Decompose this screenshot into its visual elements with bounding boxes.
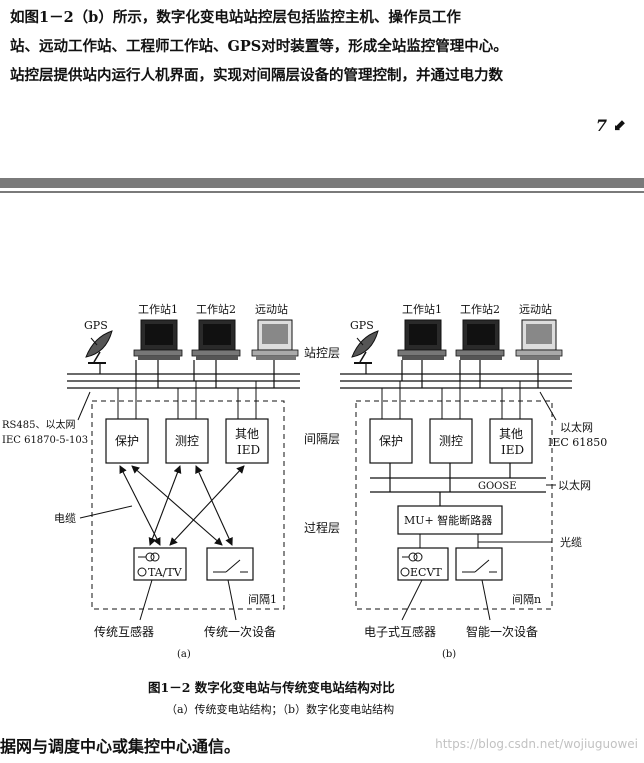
workstation-2-label-b: 工作站2 (460, 302, 500, 316)
paragraph-line-2: 站、远动工作站、工程师工作站、GPS对时装置等，形成全站监控管理中心。 (10, 38, 508, 55)
measure-label-b: 测控 (439, 434, 463, 448)
page-number-text: 7 (595, 116, 608, 135)
workstation-1-icon-a (133, 319, 183, 360)
gps-label-b: GPS (350, 319, 374, 332)
ied-bus-links-b (381, 381, 521, 419)
ecvt-box-b (397, 547, 449, 581)
panel-b: GPS 工作站1 工作站2 远动站 (340, 302, 607, 660)
workstation-1-label-b: 工作站1 (402, 302, 442, 316)
paragraph-line-1: 如图1－2（b）所示，数字化变电站站控层包括监控主机、操作员工作 (10, 9, 461, 26)
ct-box-a (133, 547, 187, 581)
mu-breaker-label-b: MU+ 智能断路器 (404, 513, 492, 527)
bay-label-b: 间隔n (512, 593, 541, 606)
protection-label-b: 保护 (379, 434, 403, 448)
bus-note-b-line1: 以太网 (560, 421, 593, 434)
ct-label-a: TA/TV (148, 566, 183, 579)
figure-subcaption: （a）传统变电站结构；（b）数字化变电站结构 (166, 702, 394, 716)
workstation-1-icon-b (397, 319, 447, 360)
panel-b-label: (b) (442, 649, 456, 660)
protection-label-a: 保护 (115, 434, 139, 448)
mu-breaker-box-b (397, 505, 503, 535)
ied-bus-links-a (117, 381, 257, 419)
other-ied-box-a (225, 418, 269, 464)
panel-a: GPS 工作站1 工作站2 远动站 (2, 302, 300, 660)
station-bus-a (67, 360, 300, 389)
bus-note-b-line2: IEC 61850 (548, 436, 607, 449)
other-ied-label-a-1: 其他 (235, 427, 259, 441)
page-corner-mark: ⬋ (612, 116, 626, 135)
station-bus-b (340, 360, 572, 389)
figure-caption: 图1－2 数字化变电站与传统变电站结构对比 (148, 680, 395, 695)
bus-note-leader-a (77, 391, 91, 421)
remote-station-label-b: 远动站 (519, 302, 552, 316)
workstation-2-icon-a (191, 319, 241, 360)
panel-a-label: (a) (177, 649, 191, 660)
protection-box-a (105, 418, 149, 464)
protection-box-b (369, 418, 413, 464)
cable-label-a: 电缆 (54, 512, 76, 525)
cable-leader-a (79, 505, 133, 519)
goose-bus-b (370, 463, 546, 506)
layer-bay-label: 间隔层 (304, 432, 340, 446)
paragraph-line-3: 站控层提供站内运行人机界面，实现对间隔层设备的管理控制，并通过电力数 (10, 67, 503, 84)
bus-note-a-line1: RS485、以太网 (2, 418, 75, 431)
traditional-ct-label: 传统互感器 (94, 624, 154, 639)
page-separator-band (0, 178, 644, 188)
smart-primary-box-b (455, 547, 503, 581)
cable-links-a (119, 465, 245, 546)
other-ied-box-b (489, 418, 533, 464)
remote-station-label-a: 远动站 (255, 302, 288, 316)
bottom-paragraph: 据网与调度中心或集控中心通信。 (0, 737, 241, 756)
gps-dish-icon-b (351, 330, 379, 364)
ecvt-label-b: ECVT (410, 566, 442, 579)
bay-boundary-a (91, 400, 285, 610)
layer-station-label: 站控层 (304, 346, 340, 360)
smart-primary-label: 智能一次设备 (466, 624, 538, 639)
page-number: 7 ⬋ (596, 116, 626, 135)
goose-note-b: 以太网 (558, 479, 591, 492)
measure-label-a: 测控 (175, 434, 199, 448)
fiber-label-b: 光缆 (560, 535, 582, 549)
other-ied-label-b-2: IED (501, 443, 524, 457)
remote-station-icon-a (251, 319, 299, 360)
bay-boundary-b (355, 400, 553, 610)
gps-label-a: GPS (84, 319, 108, 332)
electronic-ct-label: 电子式互感器 (364, 624, 436, 639)
page-separator-line (0, 191, 644, 193)
bay-label-a: 间隔1 (248, 593, 277, 606)
workstation-2-label-a: 工作站2 (196, 302, 236, 316)
measure-box-b (429, 418, 473, 464)
bus-note-leader-b (539, 391, 557, 421)
remote-station-icon-b (515, 319, 563, 360)
other-ied-label-b-1: 其他 (499, 427, 523, 441)
workstation-1-label-a: 工作站1 (138, 302, 178, 316)
measure-box-a (165, 418, 209, 464)
watermark: https://blog.csdn.net/wojiuguowei (435, 737, 638, 751)
layer-process-label: 过程层 (304, 520, 340, 535)
bus-note-a-line2: IEC 61870-5-103 (2, 435, 88, 446)
primary-device-box-a (206, 547, 254, 581)
goose-label-b: GOOSE (478, 481, 517, 492)
gps-dish-icon-a (85, 330, 113, 364)
fiber-links-b (419, 534, 552, 548)
traditional-primary-label: 传统一次设备 (204, 624, 276, 639)
other-ied-label-a-2: IED (237, 443, 260, 457)
workstation-2-icon-b (455, 319, 505, 360)
